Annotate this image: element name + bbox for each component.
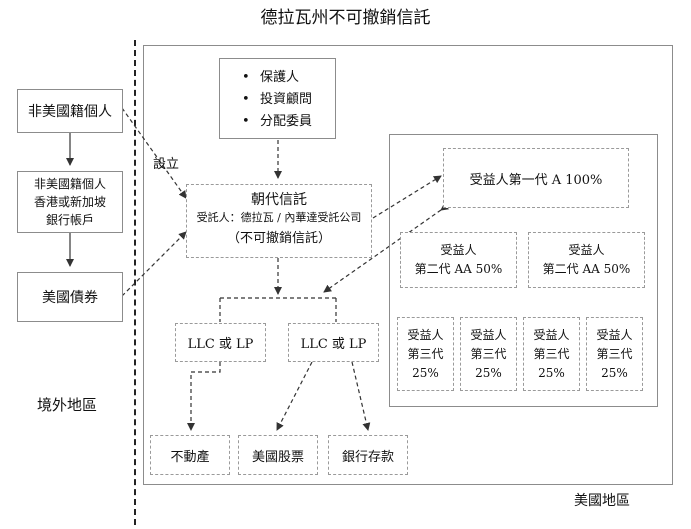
establish-label: 設立 (153, 157, 180, 172)
arrow-person-to-trust (121, 107, 187, 199)
gen2-1-label: 受益人 (440, 243, 477, 257)
asset-us-stocks-label: 美國股票 (251, 449, 304, 465)
bank-line-1: 非美國籍個人 (33, 177, 106, 191)
dynasty-trust-box: 朝代信託 受託人：德拉瓦 / 內華達受託公司 （不可撤銷信託） (186, 184, 372, 258)
non-us-person-label: 非美國籍個人 (28, 104, 112, 120)
beneficiary-gen1-label: 受益人第一代 A 100% (469, 172, 603, 188)
gen2-2-share: 第二代 AA 50% (542, 262, 631, 276)
trust-name: 朝代信託 (251, 192, 307, 208)
us-region-label: 美國地區 (574, 493, 630, 509)
asset-us-stocks-box: 美國股票 (238, 435, 318, 475)
offshore-bank-box: 非美國籍個人 香港或新加坡 銀行帳戶 (17, 171, 123, 233)
bank-line-2: 香港或新加坡 (33, 195, 106, 209)
diagram-title: 德拉瓦州不可撤銷信託 (260, 8, 431, 28)
gen3-1-pct: 25% (412, 365, 439, 380)
gen3-4-label: 受益人 (596, 327, 633, 342)
arrow-llc1-to-realestate (187, 362, 221, 431)
arrow-llc2-to-stocks (276, 361, 313, 431)
beneficiary-gen2-box-1: 受益人 第二代 AA 50% (400, 232, 517, 288)
trust-type: （不可撤銷信託） (226, 231, 331, 246)
us-region-frame (143, 45, 673, 485)
gen2-2-label: 受益人 (568, 243, 605, 257)
gen3-1-gen: 第三代 (407, 346, 444, 361)
gen3-3-label: 受益人 (533, 327, 570, 342)
role-investment-advisor: 投資顧問 (242, 89, 335, 111)
beneficiary-gen3-box-2: 受益人 第三代 25% (460, 317, 517, 391)
gen3-4-gen: 第三代 (596, 346, 633, 361)
arrow-gen1-split (323, 202, 450, 293)
asset-real-estate-label: 不動產 (170, 449, 210, 465)
llc-label-1: LLC 或 LP (187, 337, 254, 352)
asset-real-estate-box: 不動產 (150, 435, 230, 475)
gen3-4-pct: 25% (601, 365, 628, 380)
beneficiaries-frame (389, 134, 658, 407)
gen3-2-pct: 25% (475, 365, 502, 380)
llc-box-2: LLC 或 LP (288, 323, 379, 362)
gen3-3-pct: 25% (538, 365, 565, 380)
trust-trustee: 受託人：德拉瓦 / 內華達受託公司 (196, 211, 362, 224)
offshore-region-label: 境外地區 (37, 396, 98, 414)
bank-line-3: 銀行帳戶 (45, 213, 94, 227)
llc-box-1: LLC 或 LP (175, 323, 266, 362)
beneficiary-gen2-box-2: 受益人 第二代 AA 50% (528, 232, 645, 288)
role-protector: 保護人 (242, 67, 335, 89)
beneficiary-gen3-box-1: 受益人 第三代 25% (397, 317, 454, 391)
asset-bank-deposit-box: 銀行存款 (328, 435, 408, 475)
trust-roles-box: 保護人 投資顧問 分配委員 (219, 58, 336, 139)
beneficiary-gen3-box-3: 受益人 第三代 25% (523, 317, 580, 391)
non-us-person-box: 非美國籍個人 (17, 89, 123, 133)
gen2-1-share: 第二代 AA 50% (414, 262, 503, 276)
arrow-bonds-to-trust (121, 231, 187, 297)
arrow-trust-to-gen1 (372, 175, 442, 219)
us-bonds-label: 美國債券 (42, 290, 98, 306)
gen3-2-label: 受益人 (470, 327, 507, 342)
role-distribution-committee: 分配委員 (242, 111, 335, 133)
beneficiary-gen3-box-4: 受益人 第三代 25% (586, 317, 643, 391)
us-bonds-box: 美國債券 (17, 272, 123, 322)
gen3-3-gen: 第三代 (533, 346, 570, 361)
region-divider (134, 40, 136, 525)
asset-bank-deposit-label: 銀行存款 (341, 449, 394, 465)
beneficiary-gen1-box: 受益人第一代 A 100% (443, 148, 629, 208)
gen3-2-gen: 第三代 (470, 346, 507, 361)
llc-label-2: LLC 或 LP (300, 337, 367, 352)
gen3-1-label: 受益人 (407, 327, 444, 342)
arrow-llc2-to-deposit (351, 361, 371, 431)
